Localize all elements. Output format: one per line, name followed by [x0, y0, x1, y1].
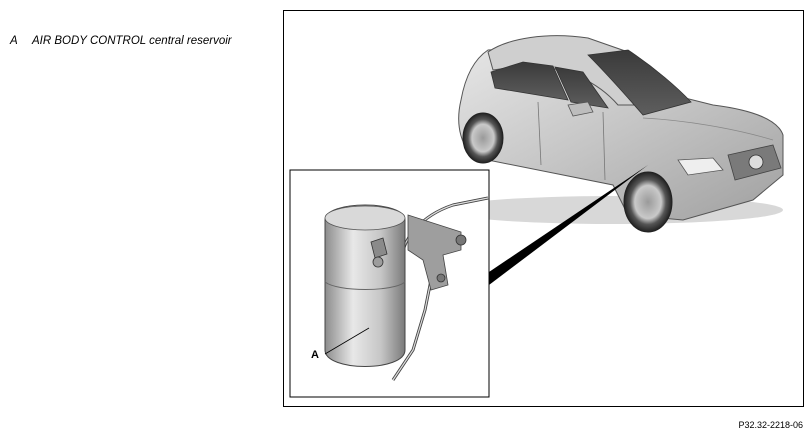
car-illustration	[443, 35, 784, 233]
figure-frame	[283, 10, 804, 407]
legend-entry: A AIR BODY CONTROL central reservoir	[10, 35, 232, 47]
callout-label: A	[311, 349, 319, 361]
callout-leader	[324, 327, 370, 355]
illustration: A	[289, 35, 784, 398]
legend-text: AIR BODY CONTROL central reservoir	[32, 35, 232, 47]
pointer-wedge	[489, 165, 648, 285]
figure-code: P32.32-2218-06	[738, 420, 803, 430]
legend-key: A	[10, 35, 18, 47]
detail-inset: A	[289, 169, 490, 398]
